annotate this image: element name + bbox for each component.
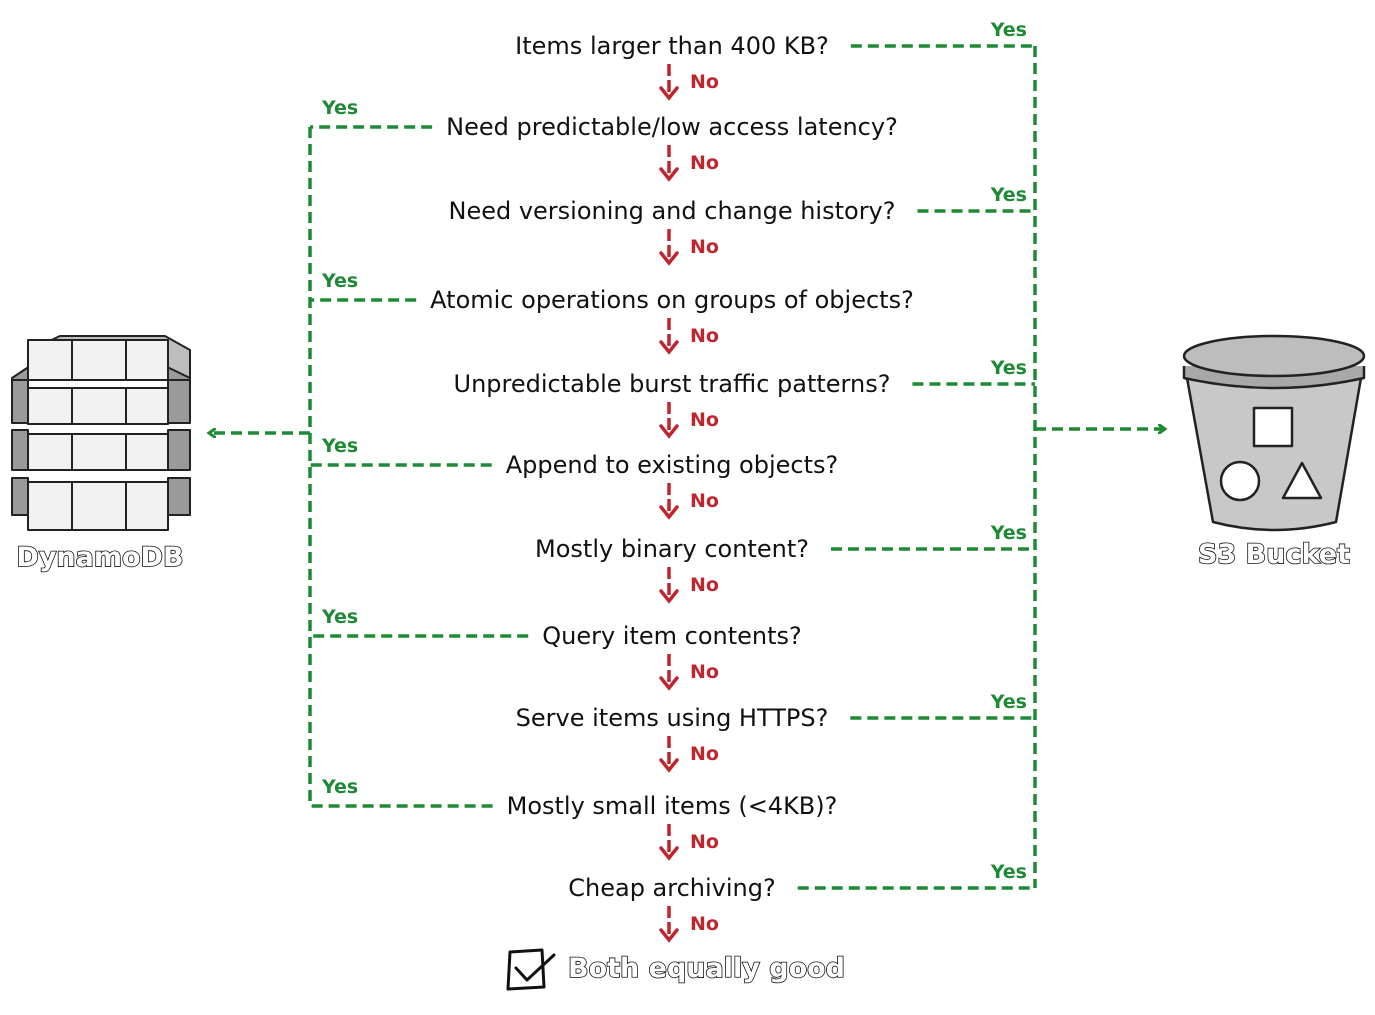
no-label: No xyxy=(690,325,719,347)
no-label: No xyxy=(690,831,719,853)
no-label: No xyxy=(690,913,719,935)
no-arrow-head xyxy=(659,167,679,182)
no-arrow-head xyxy=(659,676,679,691)
checkbox-icon xyxy=(506,948,556,991)
question-text: Need predictable/low access latency? xyxy=(446,113,898,141)
question-text: Need versioning and change history? xyxy=(448,197,895,225)
yes-label: Yes xyxy=(321,435,358,457)
no-arrow-head xyxy=(659,758,679,773)
question-text: Items larger than 400 KB? xyxy=(515,32,829,60)
question-text: Atomic operations on groups of objects? xyxy=(430,286,914,314)
question-text: Mostly small items (<4KB)? xyxy=(507,792,838,820)
question-text: Serve items using HTTPS? xyxy=(516,704,829,732)
yes-label: Yes xyxy=(321,776,358,798)
no-label: No xyxy=(690,490,719,512)
yes-label: Yes xyxy=(990,357,1027,379)
question-text: Mostly binary content? xyxy=(535,535,809,563)
no-label: No xyxy=(690,409,719,431)
no-arrow-head xyxy=(659,251,679,266)
no-label: No xyxy=(690,71,719,93)
no-arrow-head xyxy=(659,505,679,520)
no-arrow-head xyxy=(659,86,679,101)
no-label: No xyxy=(690,661,719,683)
connectors xyxy=(210,44,1164,943)
yes-label: Yes xyxy=(990,861,1027,883)
s3-bucket-icon xyxy=(1182,334,1366,532)
yes-label: Yes xyxy=(990,184,1027,206)
yes-label: Yes xyxy=(990,691,1027,713)
question-text: Append to existing objects? xyxy=(506,451,839,479)
no-arrow-head xyxy=(659,846,679,861)
final-result-label: Both equally good xyxy=(568,953,845,984)
no-arrow-head xyxy=(659,589,679,604)
no-arrow-head xyxy=(659,424,679,439)
no-arrow-head xyxy=(659,928,679,943)
dynamodb-icon xyxy=(11,335,191,531)
s3-bucket-label: S3 Bucket xyxy=(1198,539,1350,570)
yes-label: Yes xyxy=(321,97,358,119)
yes-label: Yes xyxy=(990,19,1027,41)
no-label: No xyxy=(690,236,719,258)
question-text: Cheap archiving? xyxy=(568,874,775,902)
question-text: Query item contents? xyxy=(542,622,802,650)
dynamodb-label: DynamoDB xyxy=(16,542,183,573)
no-arrow-head xyxy=(659,340,679,355)
no-label: No xyxy=(690,152,719,174)
no-label: No xyxy=(690,574,719,596)
yes-label: Yes xyxy=(321,606,358,628)
yes-label: Yes xyxy=(321,270,358,292)
yes-label: Yes xyxy=(990,522,1027,544)
question-text: Unpredictable burst traffic patterns? xyxy=(454,370,891,398)
no-label: No xyxy=(690,743,719,765)
